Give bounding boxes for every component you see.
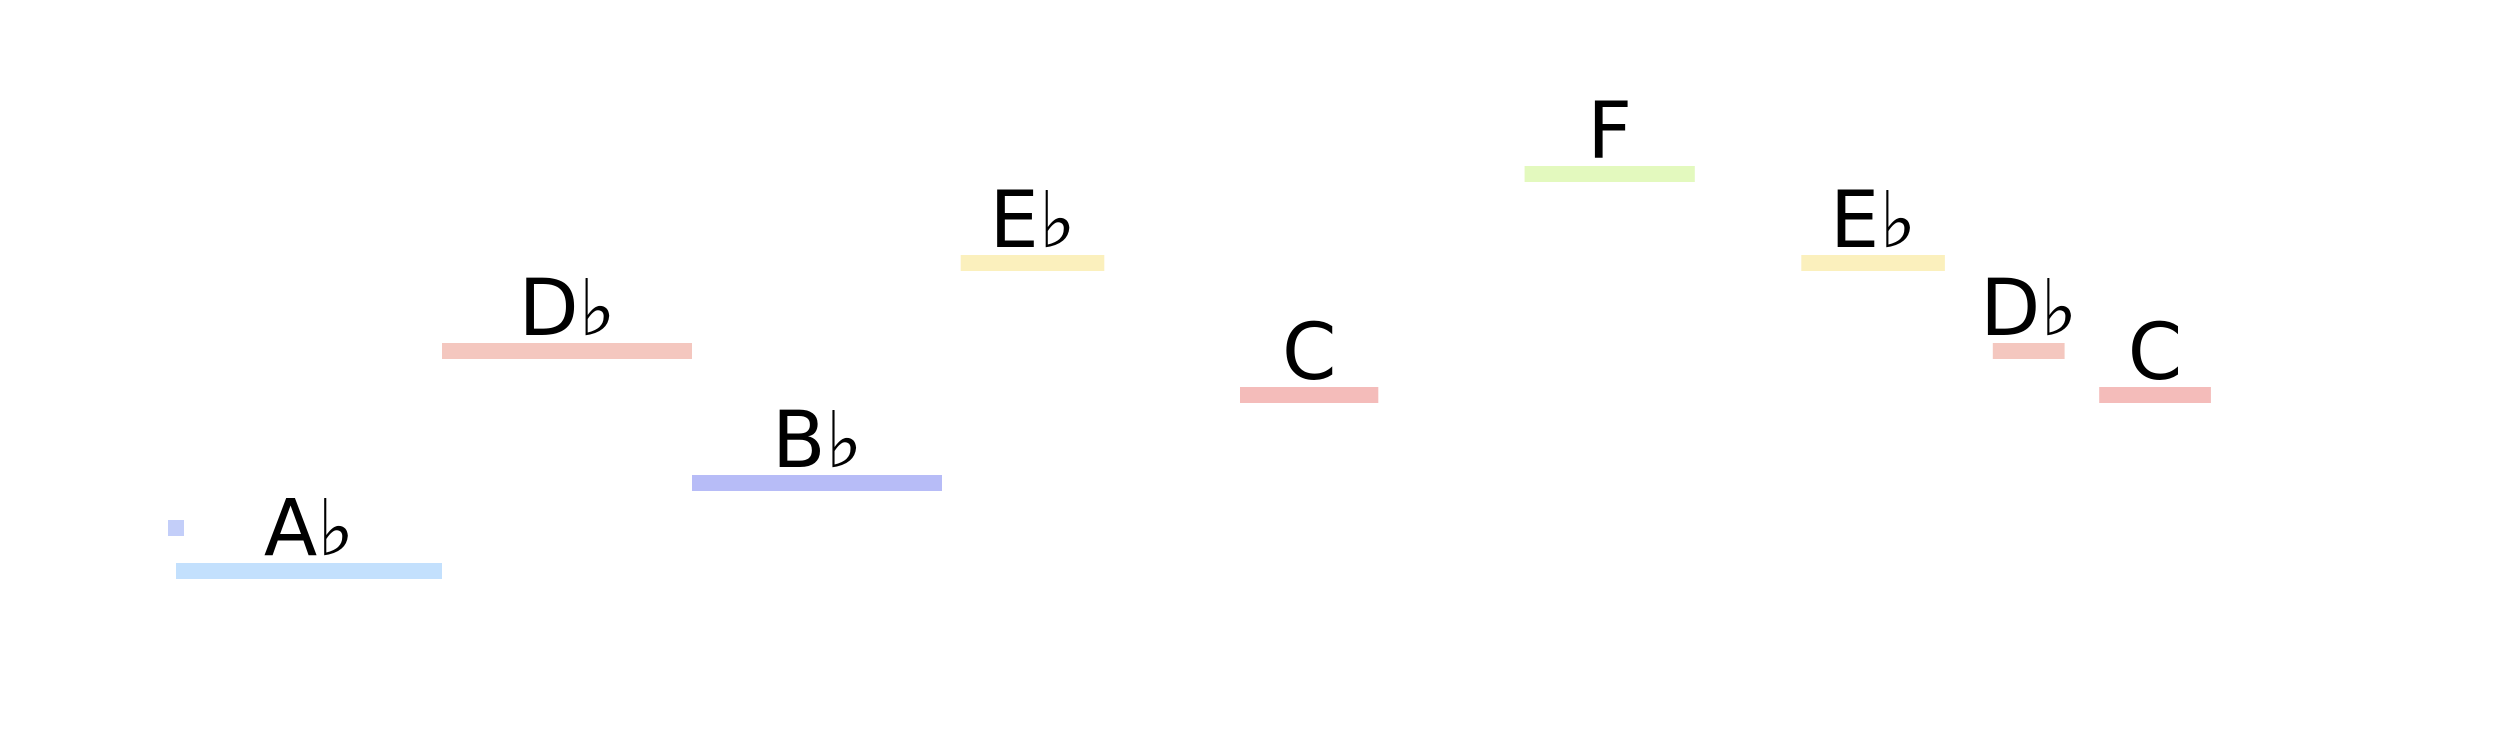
note-label: F [1587,87,1632,177]
notes-layer: A♭ D♭ B♭ E♭ C F E♭ D♭ C [176,87,2211,579]
note-bar [960,255,1105,271]
note-ab-0: A♭ [176,484,442,579]
note-label: C [2128,308,2182,398]
note-label: C [1282,308,1336,398]
note-db-1: D♭ [442,264,692,359]
note-bar [442,343,692,359]
note-eb-3: E♭ [960,176,1105,271]
note-bar [2099,387,2211,403]
note-c-8: C [2099,308,2211,403]
note-label: E♭ [989,176,1075,266]
note-c-4: C [1240,308,1379,403]
note-f-5: F [1524,87,1695,182]
note-label: D♭ [1980,264,2077,354]
note-label: A♭ [264,484,354,574]
note-db-7: D♭ [1980,264,2077,359]
note-label: E♭ [1830,176,1916,266]
note-eb-6: E♭ [1801,176,1945,271]
note-bar [176,563,442,579]
note-bar [1524,166,1695,182]
note-bar [692,475,942,491]
note-bar [1992,343,2065,359]
note-label: D♭ [519,264,616,354]
note-bar [1240,387,1379,403]
start-marker [168,520,184,536]
note-bar [1801,255,1945,271]
note-label: B♭ [772,396,862,486]
note-bb-2: B♭ [692,396,942,491]
